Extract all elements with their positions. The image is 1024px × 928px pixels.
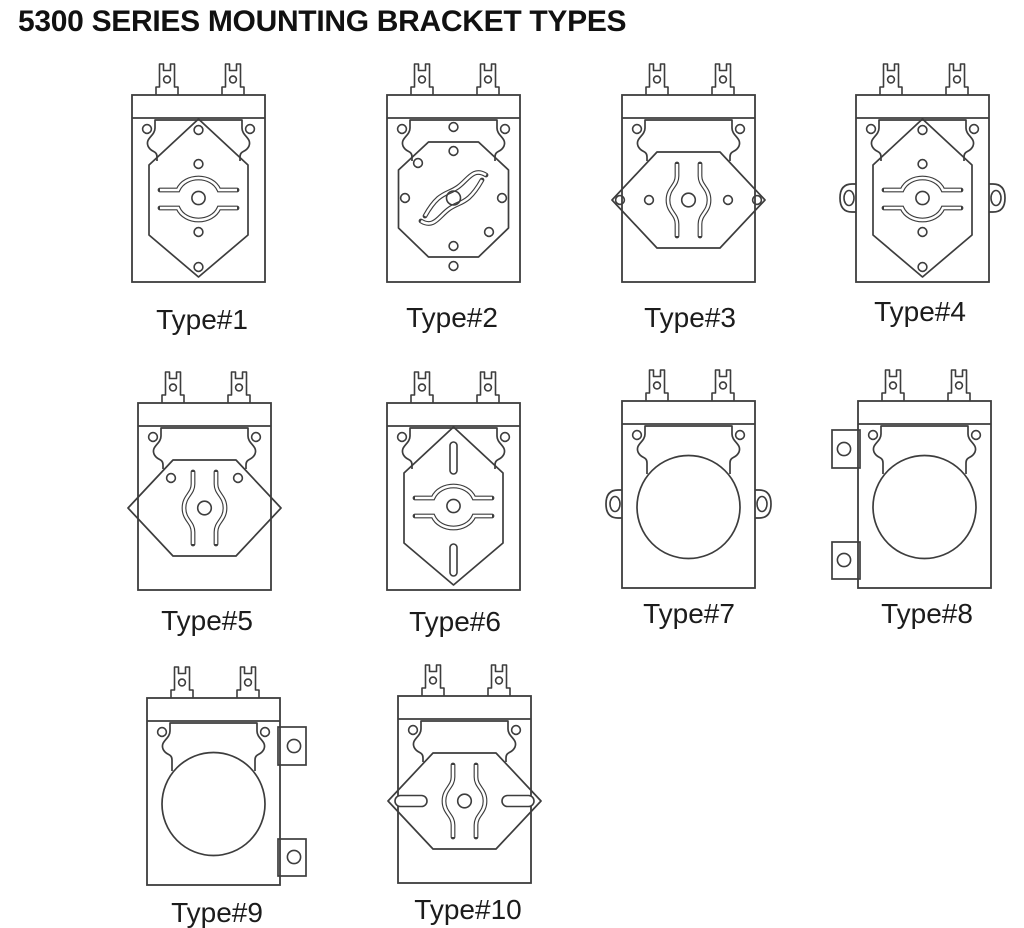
diamond-plate-slots-bracket-drawing bbox=[386, 371, 521, 591]
bracket-type-label: Type#10 bbox=[414, 894, 522, 925]
bracket-type-label: Type#1 bbox=[156, 304, 248, 335]
diamond-plate-side-ears-bracket-drawing bbox=[839, 63, 1006, 283]
bracket-unit-type-5 bbox=[103, 368, 303, 594]
bracket-type-label: Type#9 bbox=[171, 897, 263, 928]
round-can-left-tabs-bracket-drawing bbox=[831, 369, 992, 589]
bracket-unit-type-8 bbox=[823, 366, 1023, 592]
bracket-type-label: Type#5 bbox=[161, 605, 253, 636]
bracket-unit-type-1 bbox=[97, 60, 297, 286]
bracket-type-label: Type#2 bbox=[406, 302, 498, 333]
bracket-unit-type-10 bbox=[363, 661, 563, 887]
bracket-type-label: Type#6 bbox=[409, 606, 501, 637]
bracket-type-label: Type#3 bbox=[644, 302, 736, 333]
bracket-type-label: Type#7 bbox=[643, 598, 735, 629]
bracket-type-label: Type#4 bbox=[874, 296, 966, 327]
bracket-unit-type-9 bbox=[112, 663, 312, 889]
bracket-type-label: Type#8 bbox=[881, 598, 973, 629]
round-can-side-ears-bracket-drawing bbox=[605, 369, 772, 589]
bracket-unit-type-7 bbox=[587, 366, 787, 592]
bracket-unit-type-2 bbox=[352, 60, 552, 286]
octagon-plate-bracket-drawing bbox=[386, 63, 521, 283]
page-title: 5300 SERIES MOUNTING BRACKET TYPES bbox=[18, 5, 627, 38]
bracket-unit-type-4 bbox=[821, 60, 1021, 286]
hex-wing-holes-bracket-drawing bbox=[611, 63, 766, 283]
hex-wing-oval-slots-bracket-drawing bbox=[387, 664, 542, 884]
round-can-right-tabs-bracket-drawing bbox=[146, 666, 307, 886]
diamond-plate-bracket-drawing bbox=[131, 63, 266, 283]
bracket-unit-type-6 bbox=[352, 368, 552, 594]
hex-wing-plain-bracket-drawing bbox=[127, 371, 282, 591]
bracket-unit-type-3 bbox=[587, 60, 787, 286]
